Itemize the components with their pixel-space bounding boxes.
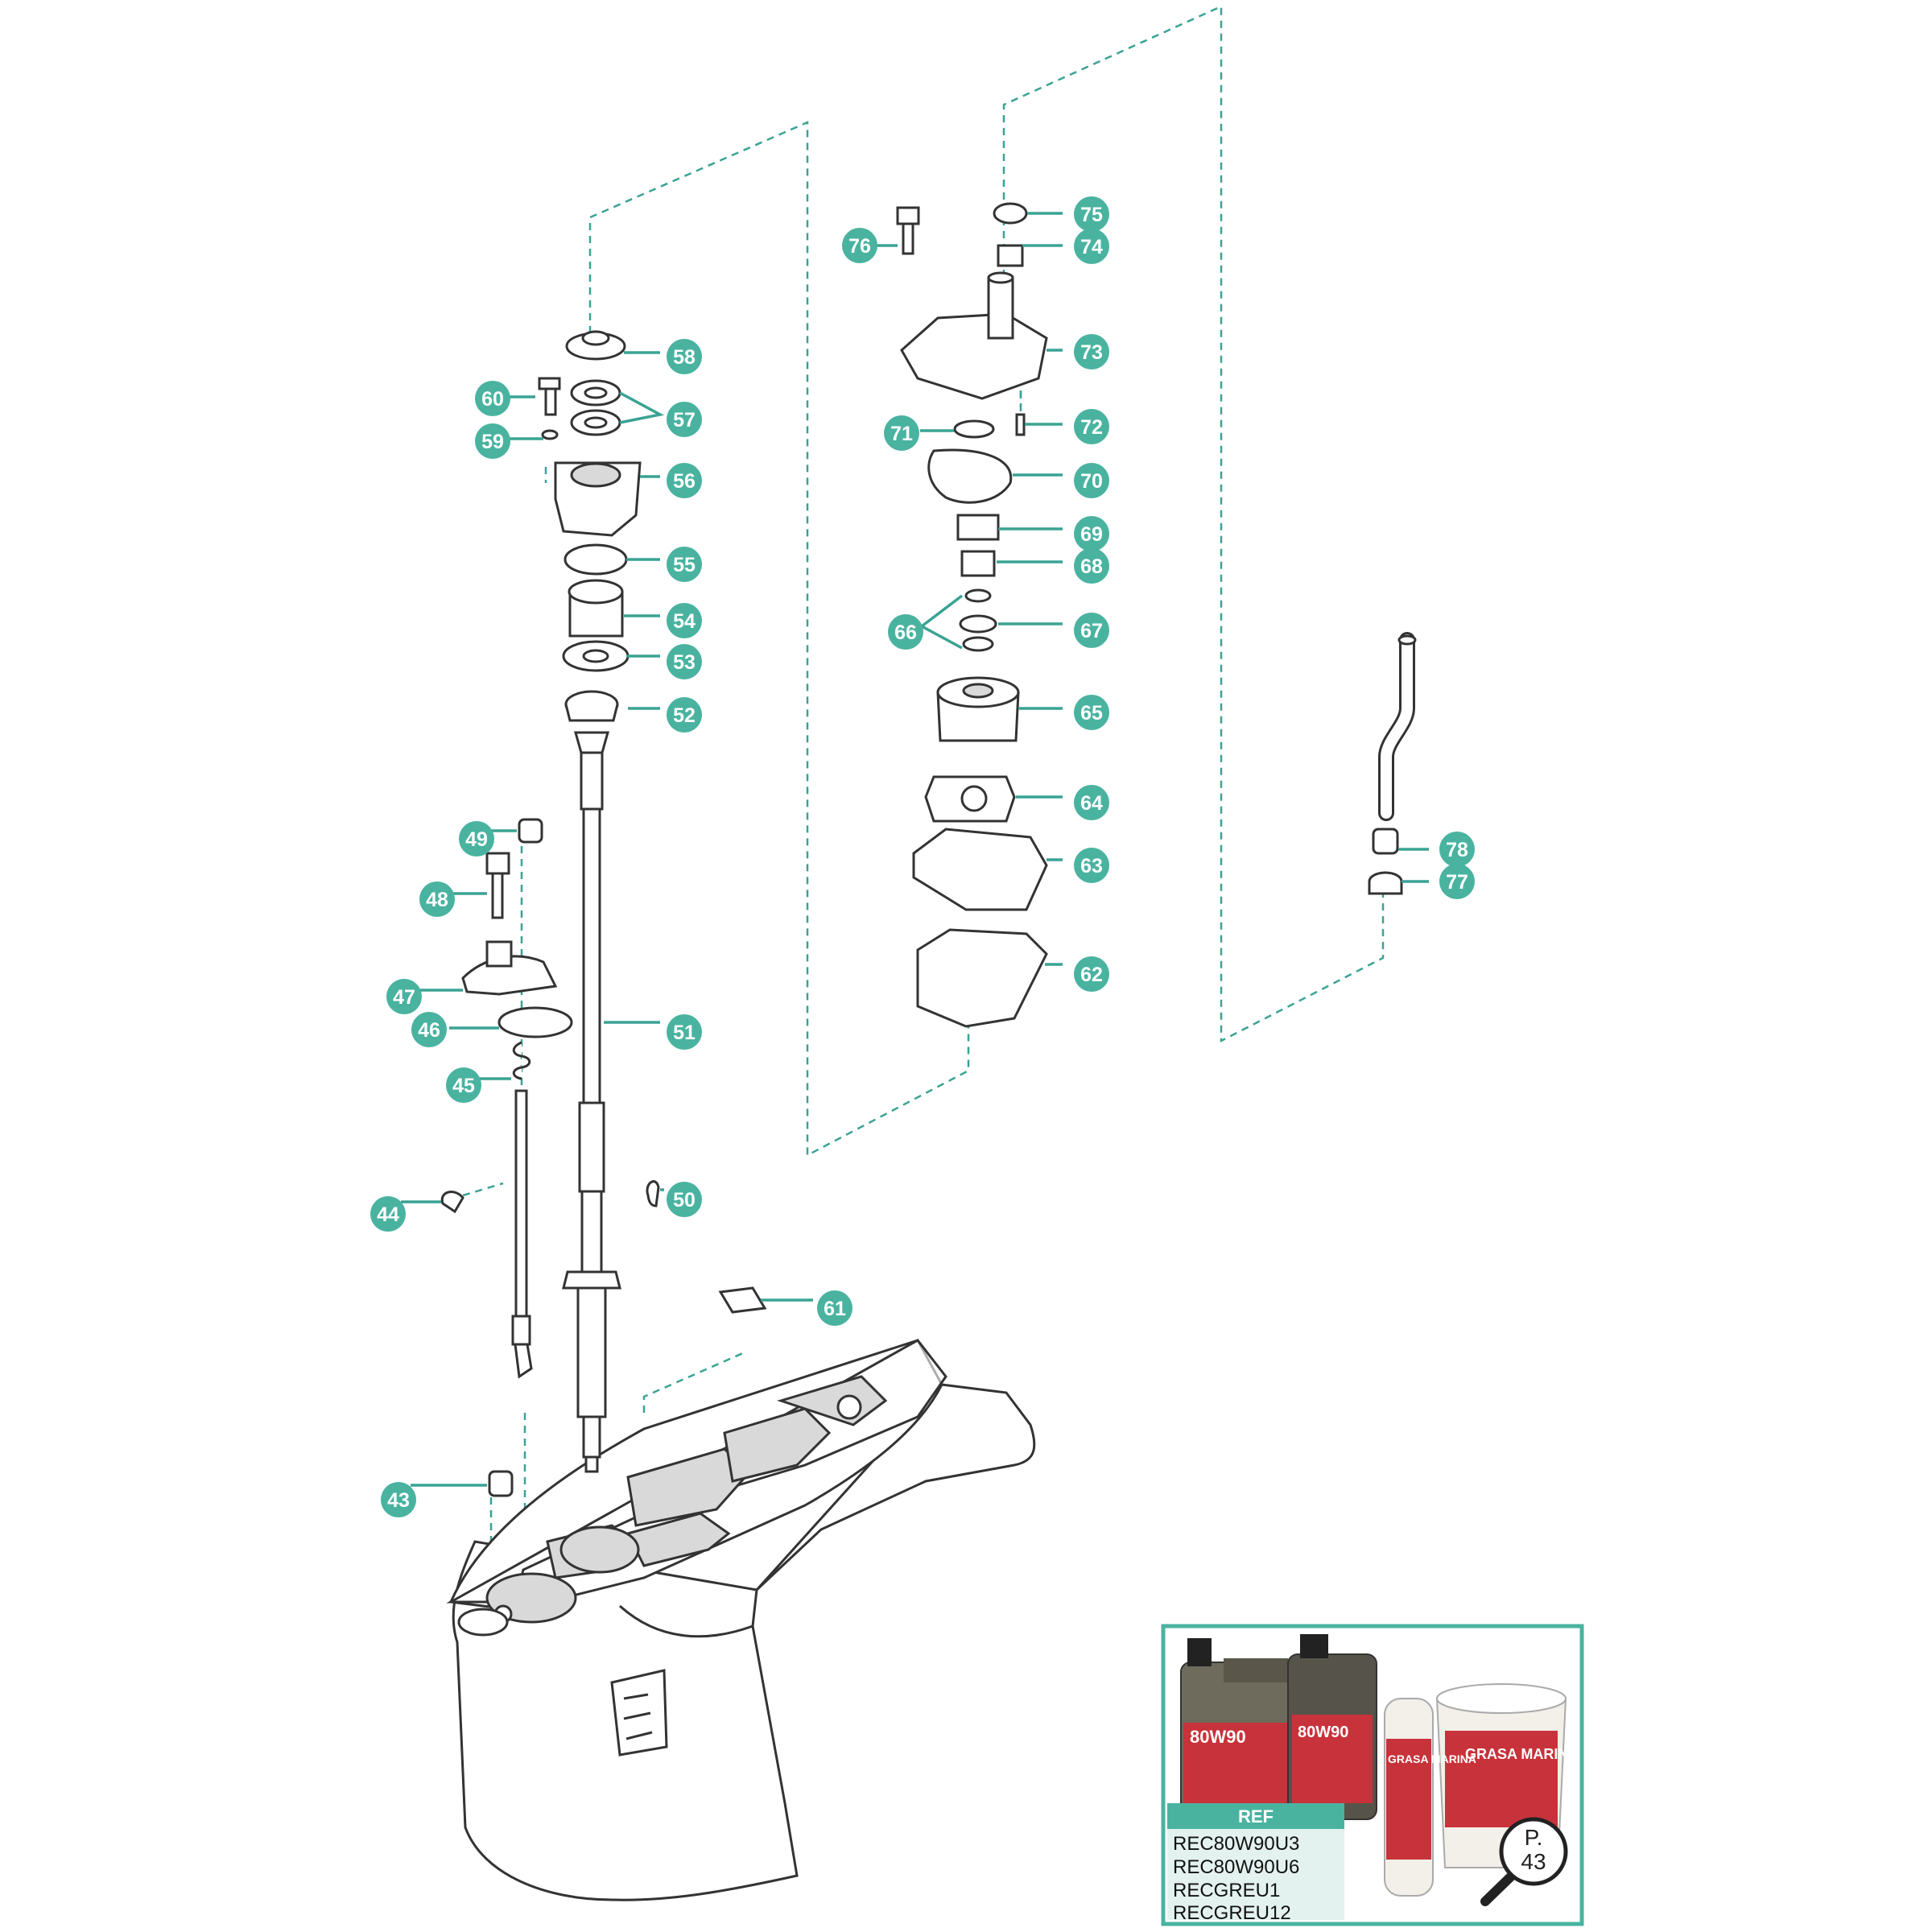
svg-text:80W90: 80W90 [1190, 1727, 1246, 1747]
callout-64[interactable]: 64 [1074, 785, 1109, 820]
callout-52[interactable]: 52 [667, 697, 702, 733]
shift-rod [440, 818, 767, 1497]
svg-text:75: 75 [1080, 204, 1103, 226]
callout-45[interactable]: 45 [446, 1067, 481, 1103]
svg-text:78: 78 [1446, 839, 1468, 861]
svg-text:72: 72 [1080, 416, 1103, 439]
callout-71[interactable]: 71 [884, 415, 919, 451]
svg-text:61: 61 [824, 1298, 846, 1320]
callout-76[interactable]: 76 [842, 228, 877, 263]
lower-gearcase [446, 1339, 1036, 1901]
callout-74[interactable]: 74 [1074, 229, 1109, 264]
svg-text:52: 52 [673, 704, 696, 727]
svg-text:62: 62 [1080, 964, 1103, 986]
page-ref-letter: P. [1525, 1825, 1543, 1850]
callout-62[interactable]: 62 [1074, 956, 1109, 992]
grease-tube: GRASA MARINA [1384, 1698, 1476, 1897]
svg-text:51: 51 [673, 1022, 696, 1044]
svg-text:80W90: 80W90 [1298, 1724, 1348, 1741]
callout-78[interactable]: 78 [1439, 832, 1475, 867]
callout-48[interactable]: 48 [419, 881, 455, 917]
drive-shaft [562, 690, 621, 1473]
oil-can-large: 80W90 [1180, 1638, 1302, 1820]
svg-text:44: 44 [377, 1203, 399, 1226]
svg-text:55: 55 [673, 554, 696, 576]
ref-item[interactable]: RECGREU1 [1173, 1880, 1280, 1901]
callout-69[interactable]: 69 [1074, 516, 1109, 551]
callout-46[interactable]: 46 [411, 1012, 447, 1047]
ref-item[interactable]: REC80W90U3 [1173, 1833, 1299, 1855]
callout-51[interactable]: 51 [667, 1014, 702, 1050]
callout-53[interactable]: 53 [667, 644, 702, 679]
svg-text:47: 47 [393, 986, 415, 1009]
callout-56[interactable]: 56 [667, 463, 702, 498]
svg-text:63: 63 [1080, 855, 1103, 877]
callout-49[interactable]: 49 [459, 821, 494, 857]
callout-72[interactable]: 72 [1074, 409, 1109, 444]
svg-text:46: 46 [418, 1019, 440, 1042]
svg-text:77: 77 [1446, 871, 1468, 894]
svg-text:56: 56 [673, 470, 696, 493]
svg-text:76: 76 [848, 235, 871, 258]
svg-text:GRASA MARINA: GRASA MARINA [1465, 1746, 1579, 1762]
callout-58[interactable]: 58 [667, 339, 702, 374]
leader-lines [401, 212, 1429, 1487]
svg-text:68: 68 [1080, 555, 1103, 578]
callout-63[interactable]: 63 [1074, 848, 1109, 883]
svg-text:73: 73 [1080, 341, 1103, 364]
svg-text:GRASA MARINA: GRASA MARINA [1388, 1752, 1476, 1765]
callout-54[interactable]: 54 [667, 603, 702, 638]
magnifier-icon [1480, 1871, 1517, 1906]
svg-text:43: 43 [387, 1489, 410, 1512]
svg-text:48: 48 [426, 889, 448, 911]
callout-57[interactable]: 57 [667, 402, 702, 437]
callout-47[interactable]: 47 [386, 979, 422, 1014]
svg-text:50: 50 [673, 1189, 696, 1212]
ref-item[interactable]: RECGREU12 [1173, 1902, 1291, 1924]
callout-badges: 43 44 45 46 47 48 49 50 51 52 53 54 55 5… [370, 196, 1475, 1517]
callout-44[interactable]: 44 [370, 1196, 406, 1232]
water-tube [1368, 632, 1417, 895]
callout-67[interactable]: 67 [1074, 613, 1109, 648]
drive-shaft-upper-parts [538, 330, 642, 672]
callout-70[interactable]: 70 [1074, 463, 1109, 498]
svg-text:69: 69 [1080, 523, 1103, 546]
svg-text:65: 65 [1080, 702, 1103, 724]
svg-text:57: 57 [673, 409, 696, 431]
ref-code-list: REF REC80W90U3 REC80W90U6 RECGREU1 RECGR… [1167, 1803, 1344, 1924]
ref-item[interactable]: REC80W90U6 [1173, 1856, 1299, 1878]
callout-66[interactable]: 66 [888, 614, 923, 650]
svg-text:45: 45 [452, 1075, 475, 1097]
ref-title: REF [1238, 1806, 1274, 1827]
water-pump-parts [896, 202, 1048, 1028]
svg-text:54: 54 [673, 610, 696, 633]
callout-43[interactable]: 43 [381, 1482, 416, 1517]
svg-text:66: 66 [894, 621, 917, 644]
svg-text:74: 74 [1080, 236, 1103, 258]
oil-bottle-small: 80W90 [1287, 1634, 1377, 1820]
svg-text:67: 67 [1080, 620, 1103, 642]
callout-50[interactable]: 50 [667, 1182, 702, 1217]
page-ref-number: 43 [1521, 1849, 1546, 1874]
svg-text:59: 59 [481, 431, 504, 453]
callout-75[interactable]: 75 [1074, 196, 1109, 232]
svg-text:53: 53 [673, 651, 696, 674]
svg-text:58: 58 [673, 346, 696, 369]
svg-text:64: 64 [1080, 792, 1103, 815]
callout-55[interactable]: 55 [667, 547, 702, 582]
callout-68[interactable]: 68 [1074, 548, 1109, 584]
callout-60[interactable]: 60 [475, 381, 510, 416]
ref-products-box: 80W90 80W90 GRASA MARINA GRASA MARINA RE… [1161, 1624, 1584, 1926]
svg-text:60: 60 [481, 388, 504, 411]
callout-61[interactable]: 61 [817, 1290, 852, 1326]
callout-73[interactable]: 73 [1074, 334, 1109, 369]
callout-77[interactable]: 77 [1439, 864, 1475, 899]
page-reference[interactable]: P. 43 [1480, 1817, 1568, 1906]
svg-text:70: 70 [1080, 470, 1103, 493]
callout-65[interactable]: 65 [1074, 695, 1109, 730]
svg-text:71: 71 [890, 423, 913, 445]
callout-59[interactable]: 59 [475, 423, 510, 459]
svg-text:49: 49 [465, 828, 488, 851]
